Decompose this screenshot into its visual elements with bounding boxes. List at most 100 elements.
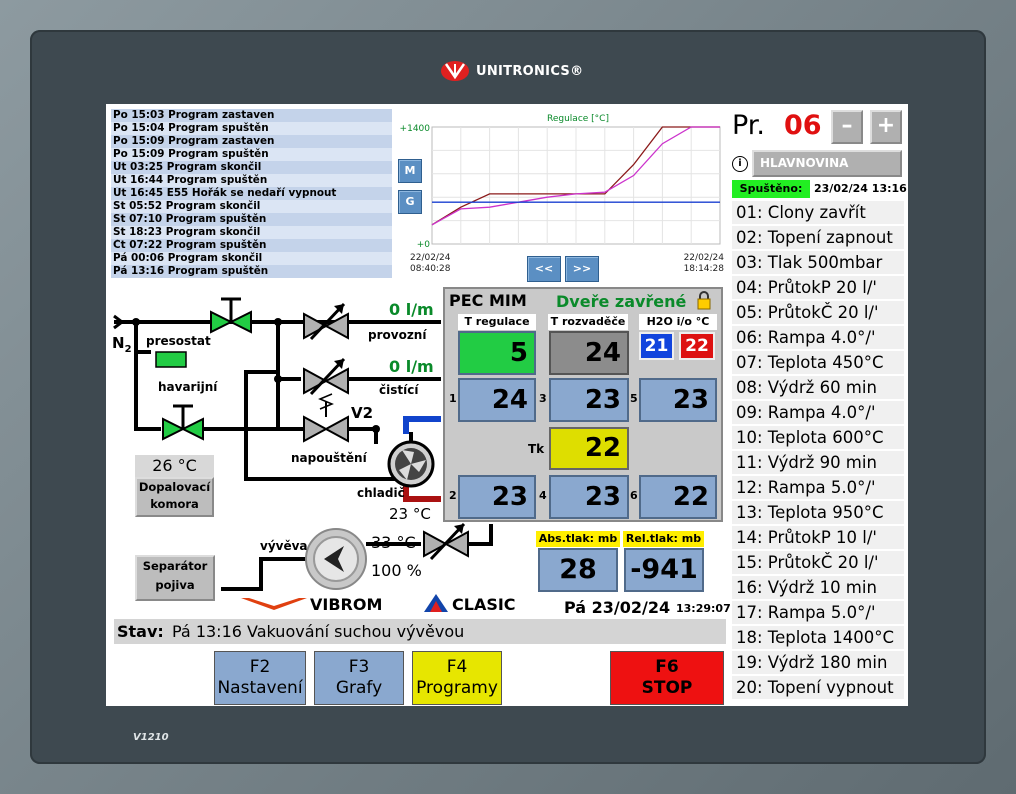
vibrom-logo-icon	[241, 598, 307, 610]
main-valve-icon	[210, 297, 252, 334]
chart-y-min-label: +0	[417, 240, 431, 250]
program-step[interactable]: 18: Teplota 1400°C	[732, 626, 904, 649]
status-bar	[114, 619, 726, 644]
zone-number: 6	[630, 489, 638, 502]
program-step[interactable]: 09: Rampa 4.0°/'	[732, 401, 904, 424]
cooler-temp: 23 °C	[389, 505, 431, 523]
vacuum-pump-label: vývěva	[260, 539, 308, 553]
chart-next-button[interactable]: >>	[565, 256, 599, 282]
afterburn-temp: 26 °C	[135, 455, 214, 477]
program-step[interactable]: 07: Teplota 450°C	[732, 351, 904, 374]
started-label: Spuštěno:	[732, 180, 810, 198]
program-step[interactable]: 20: Topení vypnout	[732, 676, 904, 699]
fill-label: napouštění	[291, 451, 367, 465]
process-diagram	[113, 297, 493, 591]
zone-temp-value: 23	[549, 475, 629, 519]
program-step[interactable]: 08: Výdrž 60 min	[732, 376, 904, 399]
program-step[interactable]: 11: Výdrž 90 min	[732, 451, 904, 474]
info-icon[interactable]: i	[732, 156, 748, 172]
clasic-logo-icon	[424, 594, 448, 612]
log-entry: Po 15:09 Program spuštěn	[111, 148, 392, 161]
model-label: V1210	[133, 732, 169, 743]
status-label: Stav:	[117, 622, 164, 641]
program-step[interactable]: 17: Rampa 5.0°/'	[732, 601, 904, 624]
rel-pressure-label: Rel.tlak: mb	[623, 531, 704, 547]
chart-g-button[interactable]: G	[398, 190, 422, 214]
t-cabinet-value: 24	[549, 331, 629, 375]
log-entry: St 07:10 Program spuštěn	[111, 213, 392, 226]
log-entry: Po 15:09 Program zastaven	[111, 135, 392, 148]
tk-label: Tk	[528, 442, 545, 456]
program-name-button[interactable]: HLAVNOVINA	[752, 150, 902, 177]
program-step[interactable]: 12: Rampa 5.0°/'	[732, 476, 904, 499]
program-step[interactable]: 01: Clony zavřít	[732, 201, 904, 224]
emergency-valve-icon	[162, 404, 204, 441]
presostat-label: presostat	[146, 334, 211, 348]
h2o-label: H2O i/o °C	[639, 314, 717, 330]
log-entry: St 18:23 Program skončil	[111, 226, 392, 239]
log-entry: Út 16:44 Program spuštěn	[111, 174, 392, 187]
chart-x-start-time: 08:40:28	[410, 264, 451, 274]
zone-temp-value: 24	[458, 378, 536, 422]
chart-m-button[interactable]: M	[398, 159, 422, 183]
tk-value: 22	[549, 427, 629, 470]
vibrom-logo-text: VIBROM	[310, 595, 383, 614]
program-panel: Pr. 06 – + i HLAVNOVINA Spuštěno: 23/02/…	[730, 104, 908, 706]
program-step[interactable]: 19: Výdrž 180 min	[732, 651, 904, 674]
program-step[interactable]: 10: Teplota 600°C	[732, 426, 904, 449]
program-step[interactable]: 14: PrůtokP 10 l/'	[732, 526, 904, 549]
program-step[interactable]: 04: PrůtokP 20 l/'	[732, 276, 904, 299]
flow-operating-value: 0 l/m	[389, 300, 434, 319]
program-minus-button[interactable]: –	[831, 110, 863, 144]
log-entry: Út 16:45 E55 Hořák se nedaří vypnout	[111, 187, 392, 200]
program-step[interactable]: 16: Výdrž 10 min	[732, 576, 904, 599]
door-status: Dveře zavřené	[556, 292, 687, 311]
flow-cleaning-value: 0 l/m	[389, 357, 434, 376]
clasic-logo-text: CLASIC	[452, 595, 516, 614]
t-regulation-label: T regulace	[458, 314, 536, 330]
rel-pressure-value: -941	[624, 548, 704, 592]
program-step[interactable]: 02: Topení zapnout	[732, 226, 904, 249]
current-time: 13:29:07	[676, 602, 731, 615]
h2o-out-value: 22	[679, 332, 715, 360]
unitronics-logo-icon	[441, 61, 469, 81]
pump-percent: 100 %	[371, 561, 422, 580]
program-plus-button[interactable]: +	[870, 110, 902, 144]
flow-cleaning-label: čistící	[379, 383, 419, 397]
abs-pressure-value: 28	[538, 548, 618, 592]
program-step[interactable]: 03: Tlak 500mbar	[732, 251, 904, 274]
log-entry: St 05:52 Program skončil	[111, 200, 392, 213]
program-label: Pr.	[732, 110, 766, 141]
fill-valve-icon	[303, 393, 349, 443]
unitronics-logo: UNITRONICS®	[440, 58, 583, 84]
zone-number: 2	[449, 489, 457, 502]
abs-pressure-label: Abs.tlak: mb	[536, 531, 620, 547]
log-entry: Čt 07:22 Program spuštěn	[111, 239, 392, 252]
chart-x-end-date: 22/02/24	[684, 253, 725, 263]
vacuum-pump-icon	[305, 528, 367, 590]
pump-temp: 33 °C	[371, 533, 416, 552]
chart-series-line	[431, 126, 720, 226]
current-date: Pá 23/02/24	[564, 598, 671, 617]
program-step[interactable]: 05: PrůtokČ 20 l/'	[732, 301, 904, 324]
program-step[interactable]: 15: PrůtokČ 20 l/'	[732, 551, 904, 574]
program-step[interactable]: 06: Rampa 4.0°/'	[732, 326, 904, 349]
chart-title: Regulace [°C]	[547, 114, 609, 124]
t-cabinet-label: T rozvaděče	[548, 314, 628, 330]
emergency-label: havarijní	[158, 380, 218, 394]
program-step[interactable]: 13: Teplota 950°C	[732, 501, 904, 524]
status-text: Pá 13:16 Vakuování suchou vývěvou	[172, 622, 465, 641]
pump-valve-icon	[423, 522, 469, 561]
n2-label: N2	[112, 334, 132, 355]
zone-temp-value: 22	[639, 475, 717, 519]
log-entry: Pá 00:06 Program skončil	[111, 252, 392, 265]
zone-number: 1	[449, 392, 457, 405]
chart-prev-button[interactable]: <<	[527, 256, 561, 282]
